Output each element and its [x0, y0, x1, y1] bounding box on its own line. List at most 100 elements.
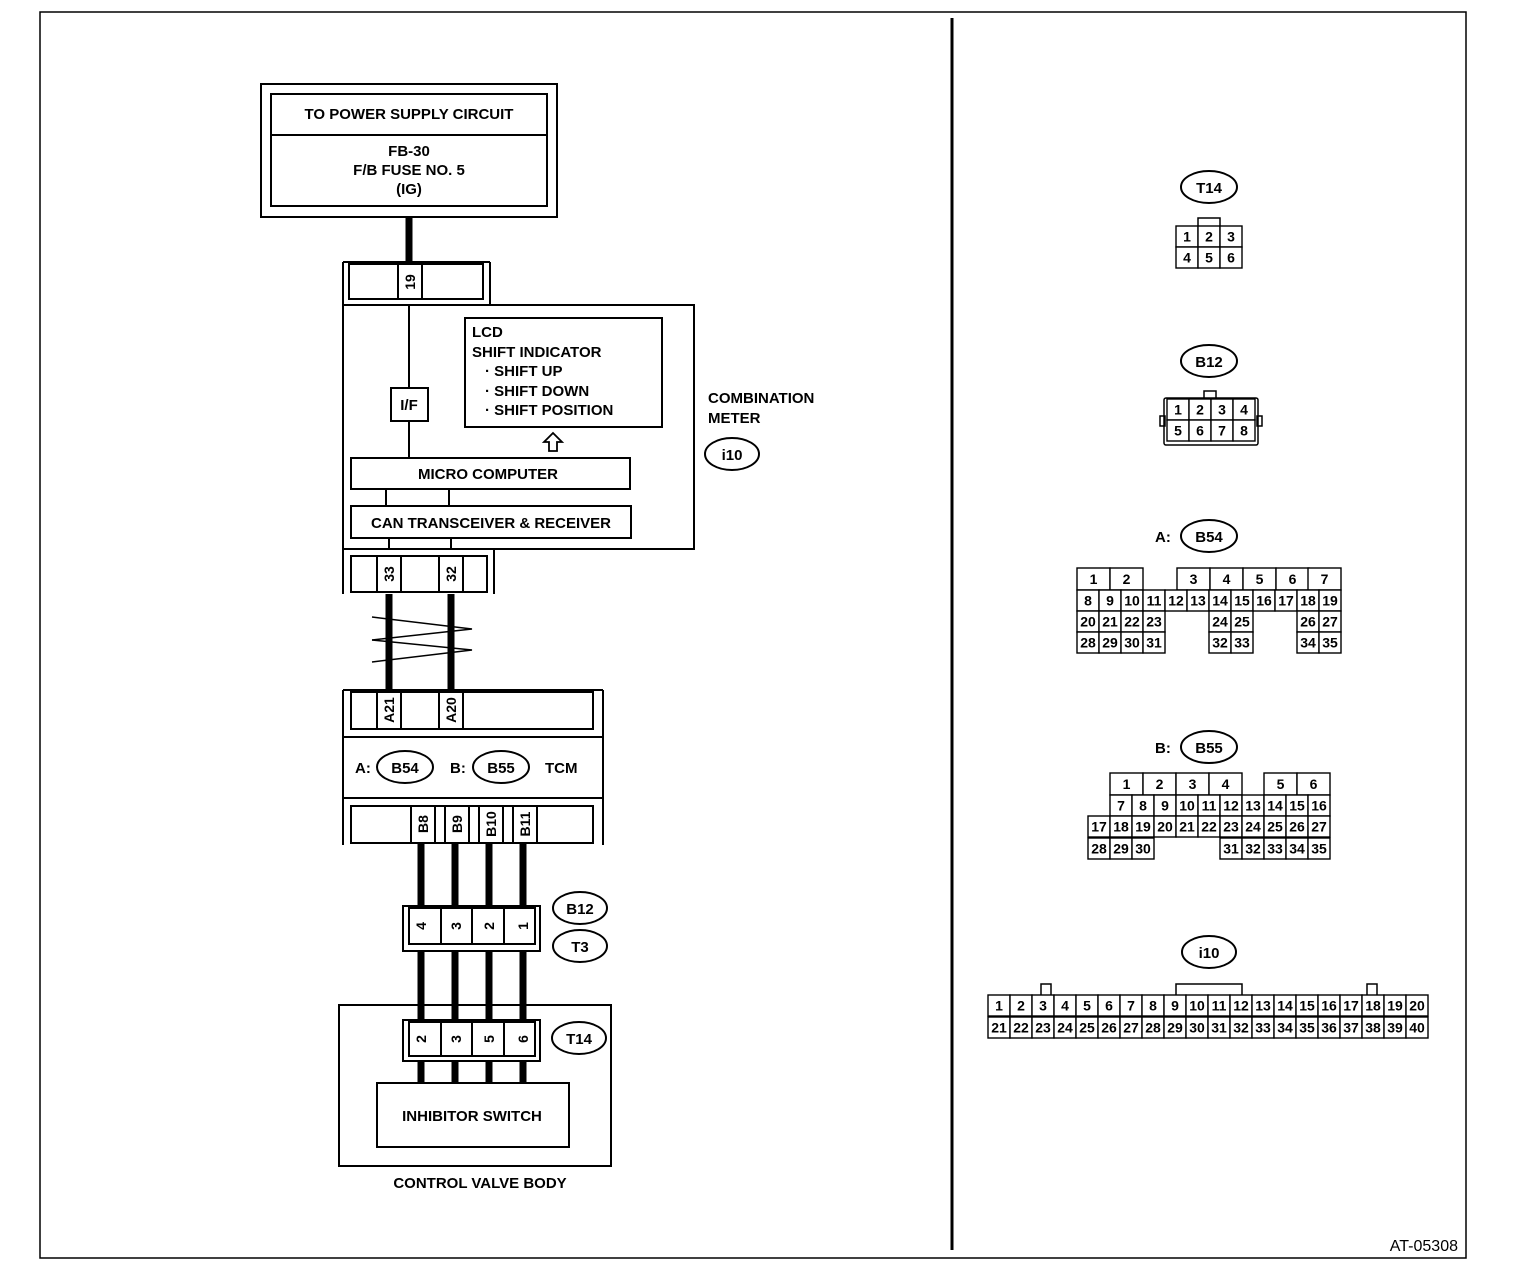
b55-pin-27-cell — [1307, 815, 1331, 838]
connector-view-b54-code: B54 — [1195, 529, 1223, 546]
b55-pin-26-label: 26 — [1289, 819, 1305, 835]
b54-pin-1-label: 1 — [1090, 571, 1098, 587]
i10-pin-23-label: 23 — [1035, 1020, 1051, 1036]
b54-pin-35-label: 35 — [1322, 635, 1338, 651]
can-twisted-pair — [371, 594, 473, 690]
b55-pin-14-label: 14 — [1267, 798, 1283, 814]
tcm: A21 A20 A: B54 B: B55 TCM B8 B9 B10 B11 — [342, 689, 604, 845]
b12-pin-5-label: 5 — [1174, 423, 1182, 439]
pin-a20: A20 — [443, 697, 459, 723]
up-arrow-icon — [541, 431, 565, 452]
b55-pin-13-label: 13 — [1245, 798, 1261, 814]
lcd-shift-indicator — [464, 317, 663, 428]
i10-pin-16-label: 16 — [1321, 998, 1337, 1014]
i10-pin-14-label: 14 — [1277, 998, 1293, 1014]
b55-pin-24-label: 24 — [1245, 819, 1261, 835]
connector-tag-t3-label: T3 — [571, 939, 589, 956]
connector-tag-b54 — [376, 750, 434, 784]
b54-pin-34-label: 34 — [1300, 635, 1316, 651]
i10-pin-21-label: 21 — [991, 1020, 1007, 1036]
switch-wires-lower — [417, 951, 527, 1022]
i10-pin-24-label: 24 — [1057, 1020, 1073, 1036]
b54-pin-23-label: 23 — [1146, 614, 1162, 630]
pin-33: 33 — [381, 566, 397, 582]
i10-pin-20-label: 20 — [1409, 998, 1425, 1014]
power-supply-fuse-box: FB-30 — [388, 143, 430, 160]
inhibitor-switch-label: INHIBITOR SWITCH — [402, 1108, 542, 1125]
connector-tag-i10 — [704, 437, 760, 471]
b55-pin-9-label: 9 — [1161, 798, 1169, 814]
combination-meter-label-2: METER — [708, 410, 761, 427]
joint-pin-1: 1 — [515, 922, 531, 930]
b54-pin-14-label: 14 — [1212, 593, 1228, 609]
switch-wires-upper — [417, 843, 527, 908]
pin-b8: B8 — [415, 815, 431, 833]
i10-pin-35-label: 35 — [1299, 1020, 1315, 1036]
b54-pin-33-label: 33 — [1234, 635, 1250, 651]
connector-tag-i10-label: i10 — [722, 447, 743, 464]
pin-19: 19 — [402, 274, 418, 290]
b54-pin-19-label: 19 — [1322, 593, 1338, 609]
i10-pin-11-label: 11 — [1212, 998, 1227, 1014]
connector-view-b55-prefix: B: — [1155, 740, 1171, 757]
b54-pin-18-label: 18 — [1300, 593, 1316, 609]
b55-pin-33-label: 33 — [1267, 841, 1283, 857]
b54-pin-11-label: 11 — [1147, 593, 1162, 609]
b54-pin-35-cell — [1318, 631, 1342, 654]
i10-pin-40-label: 40 — [1409, 1020, 1425, 1036]
b54-pin-12-label: 12 — [1168, 593, 1184, 609]
b54-pin-6-label: 6 — [1289, 571, 1297, 587]
i10-pin-19-label: 19 — [1387, 998, 1403, 1014]
lcd-line-5: · SHIFT POSITION — [485, 402, 613, 419]
connector-tag-t3 — [552, 929, 608, 963]
power-supply-ig: (IG) — [396, 181, 422, 198]
b55-pin-3-label: 3 — [1189, 776, 1197, 792]
inhibitor-switch — [376, 1082, 570, 1148]
connector-view-t14-code: T14 — [1196, 180, 1223, 197]
t14-pin-3-label: 3 — [1227, 229, 1235, 245]
joint-pin-2: 2 — [481, 922, 497, 930]
b54-pin-8-label: 8 — [1084, 593, 1092, 609]
b55-pin-4-label: 4 — [1222, 776, 1230, 792]
connector-tag-b55-label: B55 — [487, 760, 515, 777]
i10-pin-37-label: 37 — [1343, 1020, 1359, 1036]
tcm-prefix-b: B: — [450, 760, 466, 777]
i10-pin-4-label: 4 — [1061, 998, 1069, 1014]
i10-pin-29-label: 29 — [1167, 1020, 1183, 1036]
power-supply-block: TO POWER SUPPLY CIRCUIT FB-30 F/B FUSE N… — [260, 83, 558, 218]
interface-label: I/F — [400, 397, 418, 414]
b55-pin-18-label: 18 — [1113, 819, 1129, 835]
b55-pin-29-label: 29 — [1113, 841, 1129, 857]
t14-pin-3: 3 — [448, 1035, 464, 1043]
connector-tag-b12-label: B12 — [566, 901, 594, 918]
b12-pin-8-cell — [1232, 419, 1256, 442]
b12-pin-3-label: 3 — [1218, 402, 1226, 418]
b55-pin-35-cell — [1307, 837, 1331, 860]
b55-pin-23-label: 23 — [1223, 819, 1239, 835]
connector-tag-t14 — [551, 1021, 607, 1055]
t14-pin-6: 6 — [515, 1035, 531, 1043]
t14-pin-4-label: 4 — [1183, 250, 1191, 266]
lcd-line-1: LCD — [472, 324, 503, 341]
combination-meter-label-1: COMBINATION — [708, 390, 814, 407]
b54-pin-9-label: 9 — [1106, 593, 1114, 609]
t14-pin-2: 2 — [413, 1035, 429, 1043]
b54-pin-27-label: 27 — [1322, 614, 1338, 630]
b12-pin-4-label: 4 — [1240, 402, 1248, 418]
i10-pin-9-label: 9 — [1171, 998, 1179, 1014]
can-transceiver-label: CAN TRANSCEIVER & RECEIVER — [371, 515, 611, 532]
b54-pin-4-label: 4 — [1223, 571, 1231, 587]
i10-pin-8-label: 8 — [1149, 998, 1157, 1014]
i10-pin-32-label: 32 — [1233, 1020, 1249, 1036]
b55-pin-31-label: 31 — [1223, 841, 1239, 857]
b55-pin-17-label: 17 — [1091, 819, 1107, 835]
b55-pin-19-label: 19 — [1135, 819, 1151, 835]
i10-pin-22-label: 22 — [1013, 1020, 1029, 1036]
b54-pin-10-label: 10 — [1124, 593, 1140, 609]
b54-pin-21-label: 21 — [1102, 614, 1118, 630]
connector-tag-t14-label: T14 — [566, 1031, 593, 1048]
b55-pin-22-label: 22 — [1201, 819, 1217, 835]
joint-connector-b12-t3: 4 3 2 1 B12 T3 — [402, 891, 608, 963]
diagram-frame — [39, 11, 1467, 1259]
